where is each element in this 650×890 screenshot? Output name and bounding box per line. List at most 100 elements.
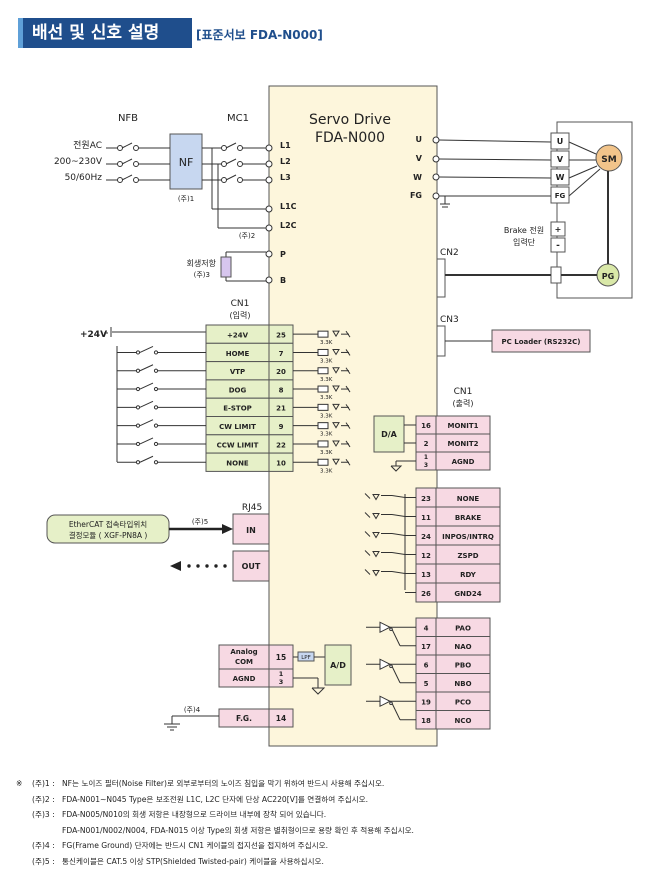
mc1-label: MC1 <box>227 113 249 124</box>
ac-label: 전원AC <box>73 140 102 151</box>
footnotes: ※(주)1 :NF는 노이즈 필터(Noise Filter)로 외부로부터의 … <box>16 776 414 870</box>
inverter-dot <box>389 627 393 632</box>
input-signal-e-stop: E-STOP <box>223 405 252 413</box>
note-row: FDA-N001/N002/N004, FDA-N015 이상 Type의 회생… <box>16 823 414 839</box>
dout-pin-12: 12 <box>421 552 431 560</box>
pulse-pin-19: 19 <box>421 699 431 707</box>
opto-diode <box>332 440 340 447</box>
terminal-l1c: L1C <box>280 202 297 211</box>
terminal <box>432 136 440 144</box>
wire <box>364 493 371 499</box>
contact <box>135 386 141 392</box>
dout-signal-gnd24: GND24 <box>454 590 481 598</box>
opto-diode <box>332 458 340 466</box>
contact <box>237 161 243 167</box>
motor-box-v: V <box>557 155 564 164</box>
resistor-label: 3.3K <box>320 358 333 364</box>
wire <box>391 571 406 574</box>
input-signal-dog: DOG <box>229 386 247 394</box>
contact <box>117 161 123 167</box>
note2-label: (주)2 <box>239 232 255 240</box>
pulse-pin-4: 4 <box>424 625 429 633</box>
contact <box>135 405 141 410</box>
note-mark <box>16 792 32 808</box>
ground <box>390 465 403 472</box>
note-mark <box>16 823 32 839</box>
servo-drive-box <box>268 85 438 747</box>
terminal-w: W <box>413 173 422 182</box>
resistor <box>317 403 329 411</box>
mon-pin-3: 3 <box>424 462 428 469</box>
input-pin-25: 25 <box>276 332 286 340</box>
cn1-out-title: CN1 <box>454 387 473 397</box>
contact <box>221 177 227 183</box>
inverter-dot <box>389 701 393 706</box>
wire <box>438 158 552 161</box>
ethercat-label-1: EtherCAT 접속타입위치 <box>69 520 147 529</box>
terminal-l2c: L2C <box>280 221 297 230</box>
contact <box>135 350 141 355</box>
wire <box>225 158 237 165</box>
brake-minus: - <box>556 241 560 251</box>
terminal-p: P <box>280 250 286 259</box>
mon-signal-agnd: AGND <box>452 458 475 466</box>
page-subtitle: [표준서보 FDA-N000] <box>196 28 323 42</box>
input-pin-10: 10 <box>276 460 286 468</box>
wire <box>391 629 401 646</box>
brake-label-2: 입력단 <box>513 237 536 247</box>
ad-label: A/D <box>330 661 346 670</box>
terminal <box>432 192 440 200</box>
note-text: 통신케이블은 CAT.5 이상 STP(Shielded Twisted-pai… <box>62 856 324 866</box>
terminal-u: U <box>416 135 423 144</box>
wire <box>121 174 133 181</box>
note-row: ※(주)1 :NF는 노이즈 필터(Noise Filter)로 외부로부터의 … <box>16 776 414 792</box>
wire <box>391 495 406 498</box>
pulse-pin-5: 5 <box>424 680 429 688</box>
sm-label: SM <box>601 155 616 165</box>
rj45-out-box <box>232 550 270 582</box>
resistor-label: 3.3K <box>320 432 333 438</box>
opto <box>372 532 380 539</box>
motor-terminals: U V W FG <box>410 135 423 200</box>
terminal <box>265 160 273 168</box>
resistor-label: 3.3K <box>320 450 333 456</box>
terminal <box>265 250 273 258</box>
wire <box>391 552 406 555</box>
da-label: D/A <box>381 430 398 439</box>
wire <box>139 364 154 372</box>
analog-com-label-2: COM <box>235 658 253 666</box>
note4-label: (주)4 <box>184 706 201 714</box>
out-dots <box>187 564 227 568</box>
wire <box>364 550 371 556</box>
opto-diode <box>332 330 340 338</box>
terminal <box>432 155 440 163</box>
terminal-b: B <box>280 276 286 285</box>
dout-pin-26: 26 <box>421 590 431 598</box>
dout-signal-brake: BRAKE <box>455 514 482 522</box>
note-row: (주)2 :FDA-N001~N045 Type은 보조전원 L1C, L2C … <box>16 792 414 808</box>
terminal <box>265 224 273 232</box>
wire <box>568 168 601 197</box>
note-mark: ※ <box>16 779 23 788</box>
opto-diode <box>332 385 340 393</box>
noise-filter-box <box>169 133 203 190</box>
wire <box>121 142 133 149</box>
motor-box-u: U <box>557 137 564 146</box>
wire <box>391 666 401 683</box>
note-tag: (주)3 : <box>32 810 55 820</box>
note-tag: (주)5 : <box>32 856 55 866</box>
pc-loader-label: PC Loader (RS232C) <box>502 338 581 346</box>
input-signal--24v: +24V <box>227 332 249 340</box>
dout-signal-none: NONE <box>457 495 480 503</box>
motor-box-terminals: U V W FG <box>550 132 570 204</box>
wire <box>139 455 154 463</box>
brake-plus: + <box>555 225 562 234</box>
freq-label: 50/60Hz <box>65 173 103 183</box>
lpf-label: LPF <box>301 655 311 661</box>
resistor <box>317 440 329 448</box>
note-mark <box>16 838 32 854</box>
wire <box>438 176 552 179</box>
note-tag: (주)4 : <box>32 841 55 851</box>
drive-model: FDA-N000 <box>315 130 385 146</box>
